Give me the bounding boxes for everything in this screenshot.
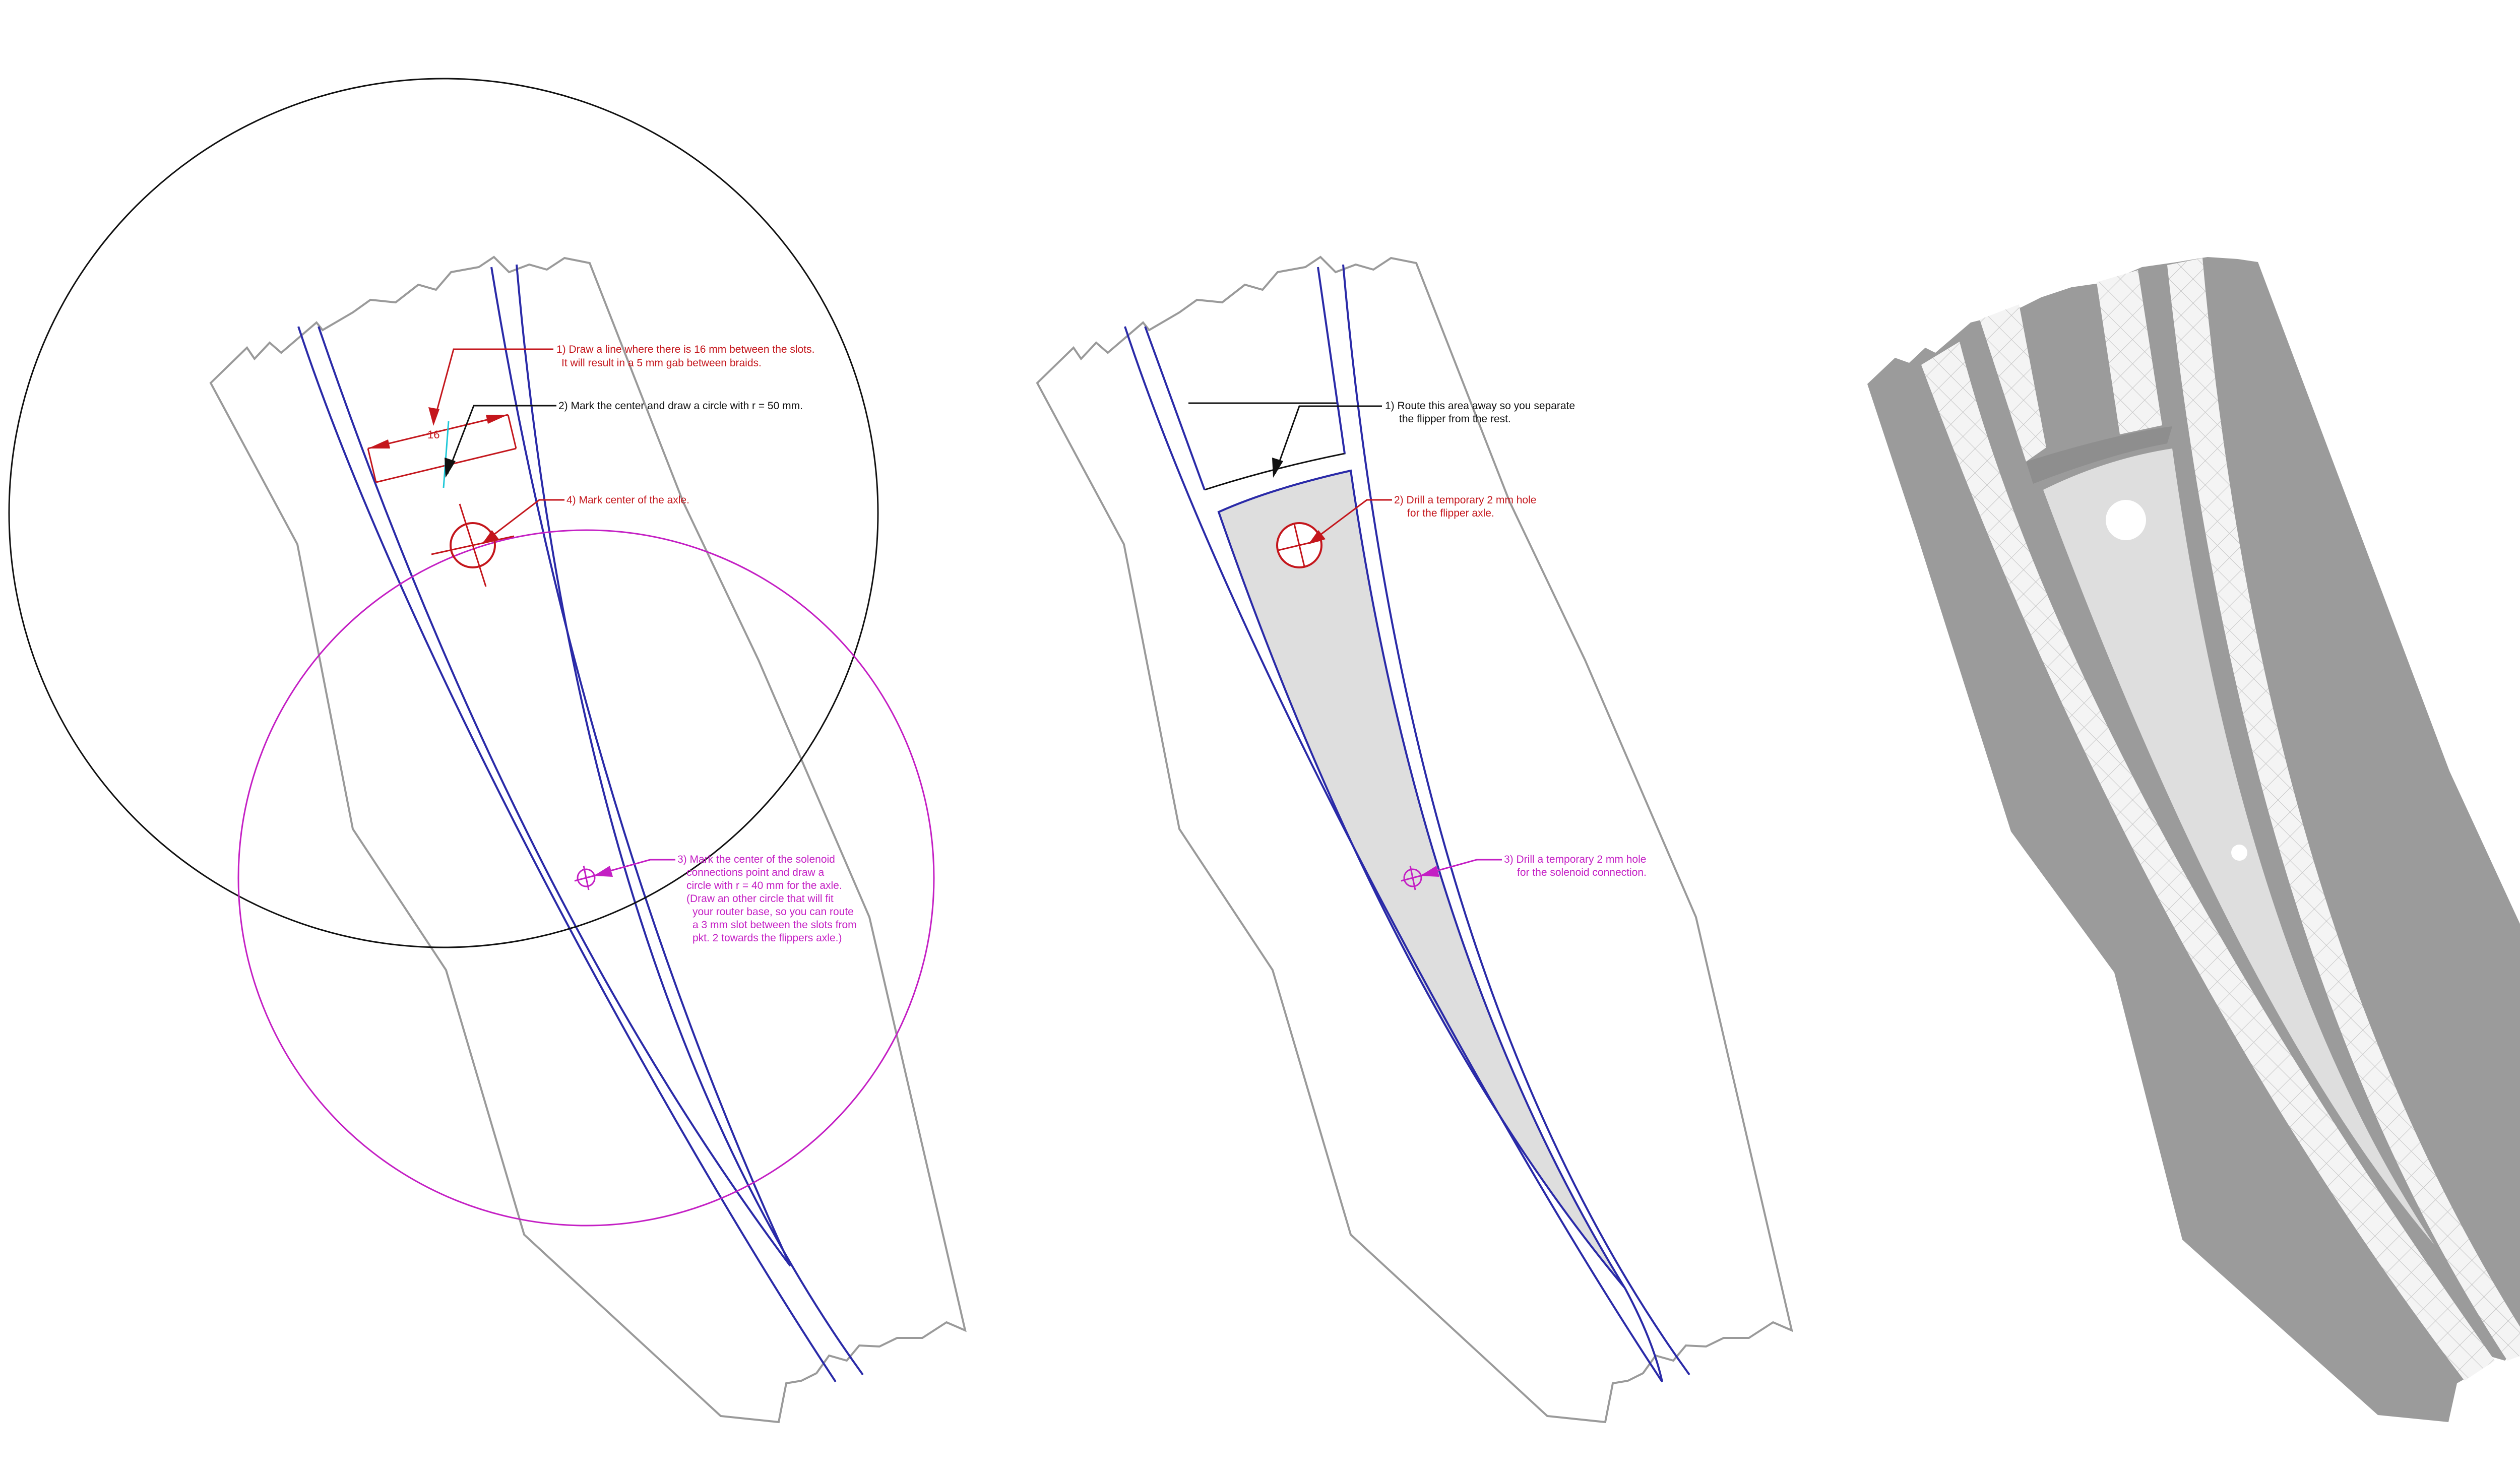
leader-p1-note-2 bbox=[445, 405, 556, 478]
leader-p1-note-4 bbox=[482, 499, 564, 544]
p1-note-2: 2) Mark the center and draw a circle wit… bbox=[558, 400, 803, 412]
leader-p1-note-3 bbox=[594, 859, 675, 877]
solenoid-center-mark bbox=[574, 865, 598, 890]
result-braid-center-2 bbox=[2097, 270, 2162, 434]
p2-note-2: 2) Drill a temporary 2 mm hole for the f… bbox=[1394, 494, 1539, 519]
panel-result bbox=[1867, 257, 2520, 1422]
construction-circle-r50 bbox=[8, 78, 879, 948]
slot-right-inner bbox=[490, 267, 791, 1266]
construction-circle-r40 bbox=[237, 529, 935, 1227]
slot-left-inner bbox=[318, 326, 791, 1267]
result-axle-hole bbox=[2106, 500, 2146, 540]
board-outline bbox=[1036, 255, 1793, 1424]
slot-left bbox=[1124, 326, 1663, 1383]
axle-center-mark bbox=[431, 503, 515, 587]
dimension-16: 16 bbox=[367, 414, 517, 488]
leader-p1-note-1 bbox=[428, 348, 553, 426]
slot-left bbox=[297, 326, 837, 1383]
panel-routing: 1) Route this area away so you separate … bbox=[1036, 255, 1793, 1424]
slot-right bbox=[516, 264, 864, 1376]
slot-right-inner bbox=[1317, 267, 1346, 454]
p1-note-1: 1) Draw a line where there is 16 mm betw… bbox=[556, 344, 817, 369]
result-braid-center bbox=[1980, 304, 2046, 462]
leader-p2-note-1 bbox=[1272, 405, 1382, 478]
routed-area bbox=[1188, 402, 1346, 491]
p2-note-3: 3) Drill a temporary 2 mm hole for the s… bbox=[1504, 854, 1649, 878]
board-outline bbox=[209, 255, 967, 1424]
result-cut-channel bbox=[2026, 426, 2172, 484]
result-braid-left bbox=[1921, 342, 2495, 1381]
p1-note-4: 4) Mark center of the axle. bbox=[566, 494, 689, 506]
dimension-label: 16 bbox=[427, 428, 439, 441]
leader-p2-note-3 bbox=[1420, 859, 1502, 877]
panel-layout: 16 bbox=[8, 78, 967, 1424]
slot-joint bbox=[1624, 1288, 1663, 1382]
result-solenoid-hole bbox=[2231, 845, 2247, 861]
slot-right bbox=[1342, 264, 1690, 1376]
slot-left-inner bbox=[1144, 326, 1206, 490]
leader-p2-note-2 bbox=[1308, 499, 1392, 544]
result-braid-right bbox=[2167, 258, 2520, 1361]
axle-hole-mark bbox=[1276, 522, 1322, 568]
p1-note-3: 3) Mark the center of the solenoid conne… bbox=[677, 854, 859, 944]
p2-note-1: 1) Route this area away so you separate … bbox=[1385, 400, 1578, 425]
